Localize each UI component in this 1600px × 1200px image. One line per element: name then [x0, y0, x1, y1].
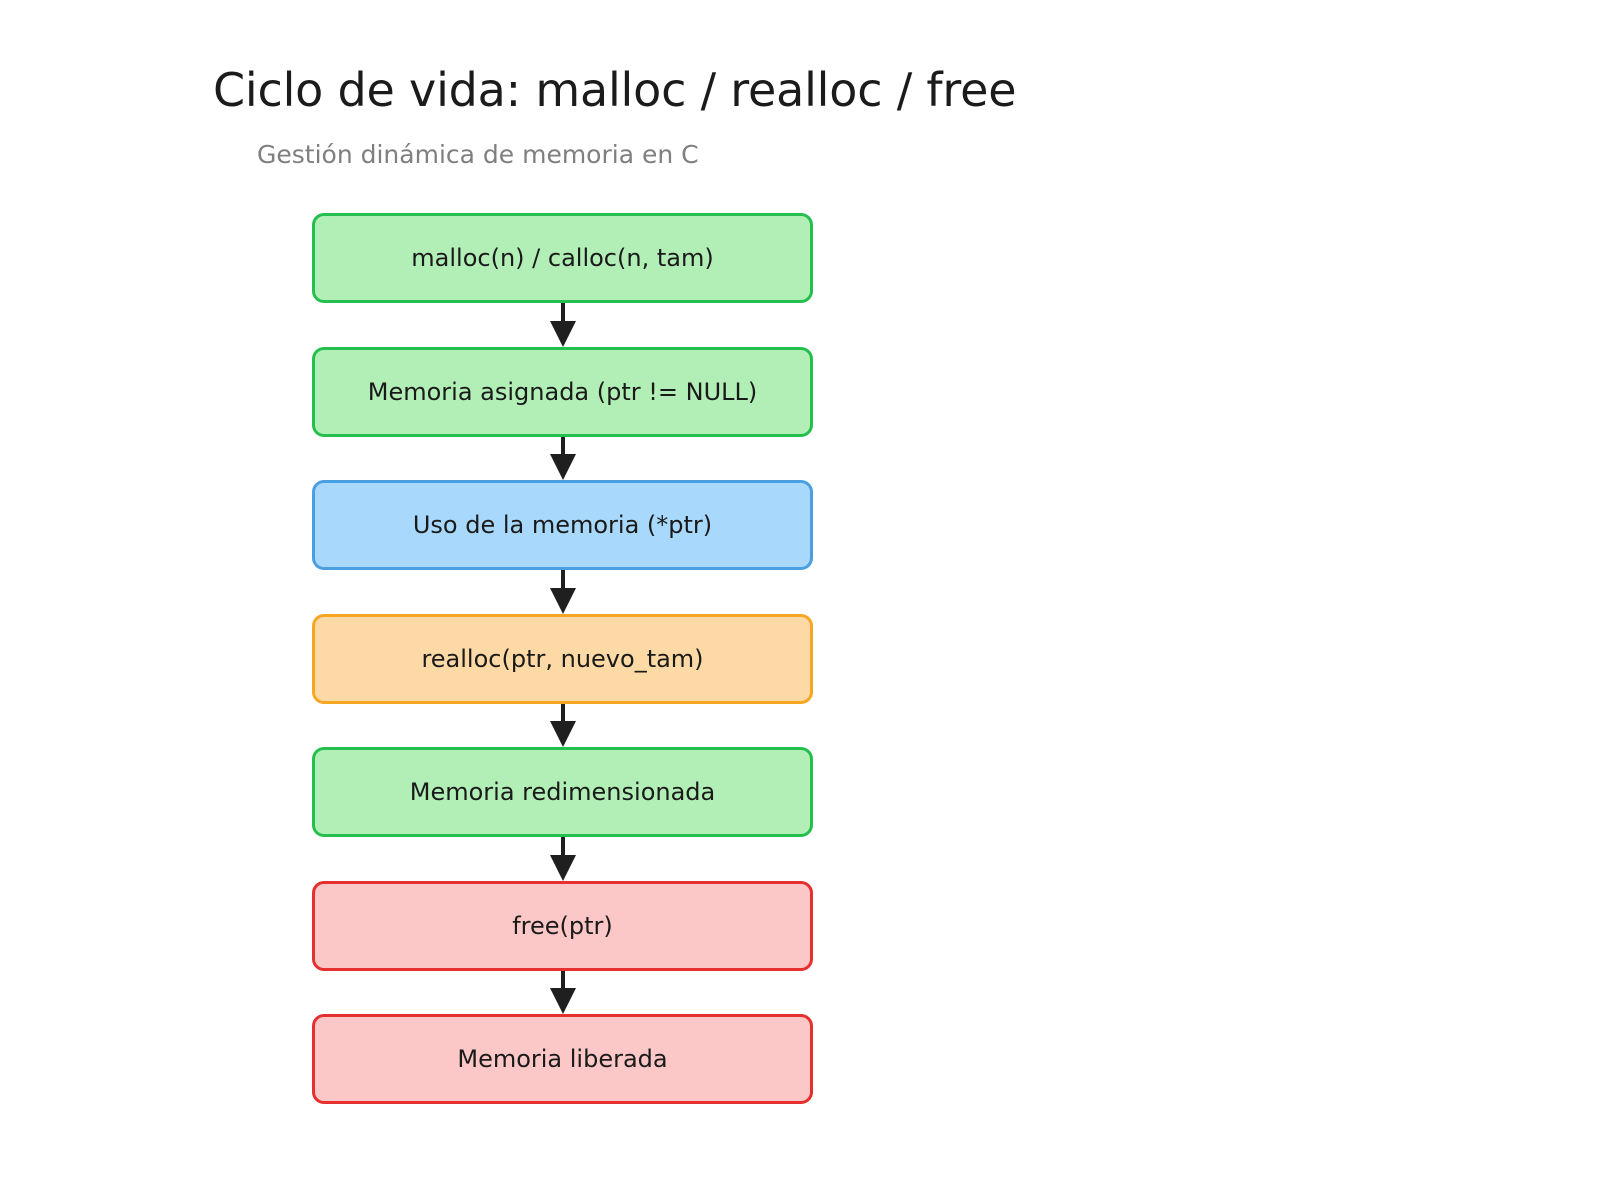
arrow-stem: [560, 837, 565, 859]
flow-node-label: Memoria redimensionada: [409, 778, 716, 806]
arrow-stem: [560, 303, 565, 325]
flow-node-label: realloc(ptr, nuevo_tam): [421, 644, 704, 673]
arrow-head-icon: [549, 988, 576, 1014]
arrow-head-icon: [549, 721, 576, 747]
flow-node-label: Uso de la memoria (*ptr): [412, 511, 713, 539]
flow-node-label: malloc(n) / calloc(n, tam): [411, 244, 714, 272]
arrow-head-icon: [549, 320, 576, 347]
flow-node-n3[interactable]: Uso de la memoria (*ptr): [312, 480, 813, 570]
arrow-head-icon: [549, 854, 576, 881]
flow-node-label: Memoria asignada (ptr != NULL): [367, 377, 758, 406]
arrow-stem: [560, 703, 565, 725]
flow-node-label: Memoria liberada: [457, 1045, 668, 1073]
arrow-head-icon: [549, 454, 576, 480]
flow-node-n5[interactable]: Memoria redimensionada: [312, 747, 813, 837]
arrow-stem: [560, 570, 565, 592]
flow-node-n2[interactable]: Memoria asignada (ptr != NULL): [312, 346, 813, 437]
arrow-stem: [560, 436, 565, 458]
arrow-head-icon: [549, 587, 576, 614]
flow-node-n4[interactable]: realloc(ptr, nuevo_tam): [312, 613, 813, 704]
arrow-stem: [560, 970, 565, 992]
flow-node-n1[interactable]: malloc(n) / calloc(n, tam): [312, 213, 813, 303]
flow-node-n6[interactable]: free(ptr): [312, 880, 813, 971]
page-title: Ciclo de vida: malloc / realloc / free: [213, 63, 1017, 117]
flow-node-n7[interactable]: Memoria liberada: [312, 1014, 813, 1104]
page-subtitle: Gestión dinámica de memoria en C: [257, 140, 699, 169]
flow-node-label: free(ptr): [512, 911, 613, 940]
